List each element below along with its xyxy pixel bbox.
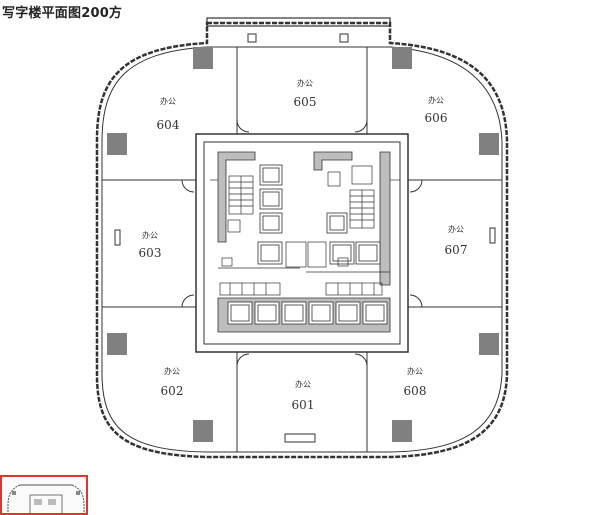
thumbnail-plan-image	[7, 484, 85, 513]
outer-wall	[95, 21, 509, 459]
room-605-type: 办公	[297, 78, 313, 88]
top-balcony	[206, 17, 391, 27]
room-601-number: 601	[292, 398, 315, 412]
room-606-type: 办公	[428, 95, 444, 105]
bottom-door	[284, 433, 316, 443]
room-608-number: 608	[404, 384, 427, 398]
wall-details	[114, 33, 496, 246]
room-606-number: 606	[425, 111, 448, 125]
room-601-type: 办公	[295, 379, 311, 389]
room-603-number: 603	[139, 246, 162, 260]
building-core	[195, 133, 409, 353]
room-607-type: 办公	[448, 224, 464, 234]
inner-wall	[101, 46, 503, 453]
room-605-number: 605	[294, 95, 317, 109]
page-title: 写字楼平面图200方	[2, 6, 123, 21]
partitions	[102, 47, 502, 452]
room-604-number: 604	[157, 118, 180, 132]
room-607-number: 607	[445, 243, 468, 257]
room-603-type: 办公	[142, 230, 158, 240]
room-602-number: 602	[161, 384, 184, 398]
thumbnail-preview[interactable]	[0, 475, 88, 515]
room-labels: 办公 604 办公 605 办公 606 办公 603 办公 607 办公 60…	[139, 78, 468, 412]
room-608-type: 办公	[407, 366, 423, 376]
room-602-type: 办公	[164, 366, 180, 376]
structural-columns	[107, 47, 499, 442]
room-604-type: 办公	[160, 96, 176, 106]
